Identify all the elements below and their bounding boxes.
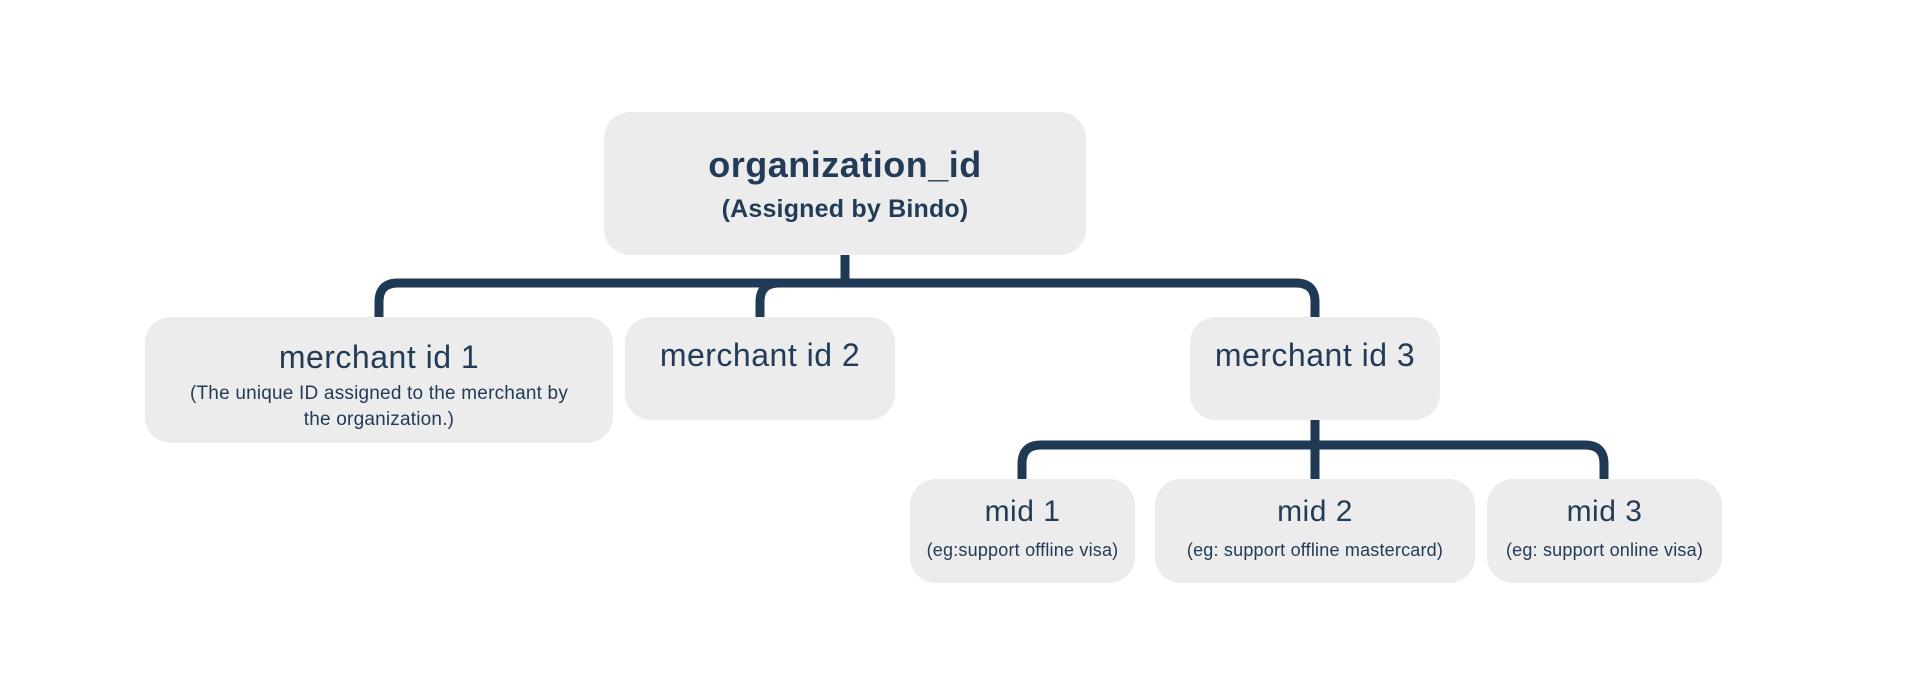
node-merchant-id-2: merchant id 2 xyxy=(625,317,895,420)
node-merchant-id-2-title: merchant id 2 xyxy=(659,337,861,373)
node-mid-2-title: mid 2 xyxy=(1277,495,1353,528)
node-mid-1: mid 1 (eg:support offline visa) xyxy=(910,479,1135,583)
node-mid-3: mid 3 (eg: support online visa) xyxy=(1487,479,1722,583)
node-mid-2: mid 2 (eg: support offline mastercard) xyxy=(1155,479,1475,583)
node-organization-id-title: organization_id xyxy=(708,143,982,185)
connector-merchant2-branch xyxy=(755,278,810,319)
node-merchant-id-1-subtitle: (The unique ID assigned to the merchant … xyxy=(189,383,569,431)
connector-bottom-bar xyxy=(1017,440,1609,481)
node-organization-id: organization_id (Assigned by Bindo) xyxy=(604,112,1086,255)
node-mid-2-subtitle: (eg: support offline mastercard) xyxy=(1186,540,1444,560)
node-organization-id-subtitle: (Assigned by Bindo) xyxy=(721,194,969,223)
node-mid-1-subtitle: (eg:support offline visa) xyxy=(926,540,1119,560)
node-merchant-id-1: merchant id 1 (The unique ID assigned to… xyxy=(145,317,613,443)
node-mid-3-title: mid 3 xyxy=(1566,495,1643,528)
node-merchant-id-3-title: merchant id 3 xyxy=(1214,337,1416,373)
connector-top-bar xyxy=(374,278,1320,319)
node-mid-1-title: mid 1 xyxy=(984,495,1061,528)
node-merchant-id-1-title: merchant id 1 xyxy=(278,339,480,375)
node-merchant-id-3: merchant id 3 xyxy=(1190,317,1440,420)
node-mid-3-subtitle: (eg: support online visa) xyxy=(1505,540,1704,560)
